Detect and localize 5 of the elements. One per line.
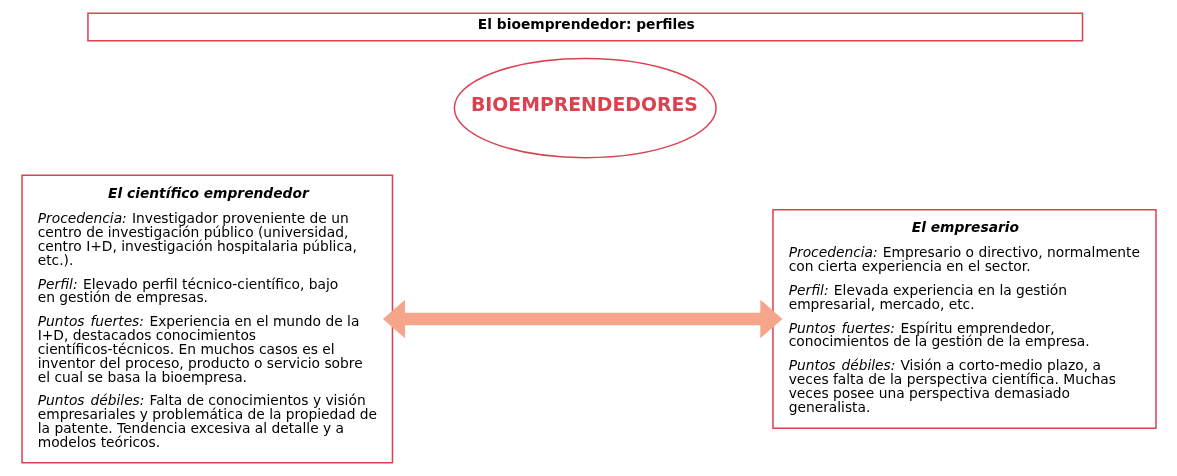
node-box: El empresario Procedencia: Empresario o directivo, normalmente con cierta experiencia en el sector. Perfil: Elevada experiencia en la gestión empresarial, mercado, etc. Puntos fuertes: Espíritu emprendedor, conocimientos de la gestión de la empresa. Puntos débiles: Visión a corto-medio plazo, a veces falta de la perspectiva científica. Muchas veces posee una perspectiva demasiado generalista. xyxy=(771,209,1157,429)
node-ellipse: BIOEMPRENDEDORES xyxy=(453,57,717,159)
arrow xyxy=(382,299,782,339)
node-box: El científico emprendedor Procedencia: Investigador proveniente de un centro de investigación público (universidad, centro I+D, investigación hospitalaria pública, etc.). Perfil: Elevado perfil técnico-científico, bajo en gestión de empresas. Puntos fuertes: Experiencia en el mundo de la I+D, destacados conocimientos científicos-técnicos. En muchos casos es el inventor del proceso, producto o servicio sobre el cual se basa la bioempresa. Puntos débiles: Falta de conocimientos y visión empresariales y problemática de la propiedad de la patente. Tendencia excesiva al detalle y a modelos teóricos. xyxy=(20,174,393,464)
node-box: El bioemprendedor: perfiles xyxy=(86,12,1083,42)
